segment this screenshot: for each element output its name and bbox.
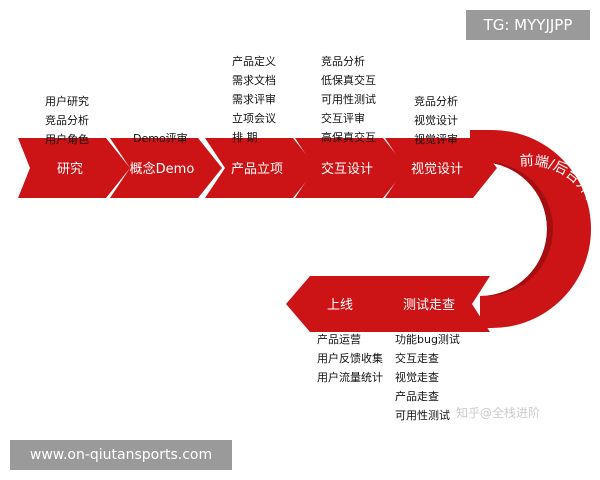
stage-launch-note-item: 用户流量统计 [317, 371, 383, 384]
stage-product-approval-note-item: 立项会议 [232, 112, 276, 125]
tg-badge: TG: MYYJJPP [466, 10, 590, 40]
notes-concept-demo: Demo评审 [133, 129, 188, 148]
stage-interaction-design-note-item: 竞品分析 [321, 55, 365, 68]
stage-concept-demo-note-item: Demo评审 [133, 132, 188, 145]
stage-product-approval-arrow [205, 138, 317, 198]
stage-visual-design-arrow [385, 138, 497, 198]
u-turn-arrow [470, 130, 591, 328]
stage-product-approval-note-item: 产品定义 [232, 55, 276, 68]
stage-launch-label: 上线 [327, 298, 353, 313]
notes-research: 用户研究竞品分析用户角色 [45, 92, 89, 149]
stage-product-approval-note-item: 需求评审 [232, 93, 276, 106]
stage-testing-label: 测试走查 [403, 298, 455, 313]
stage-testing-note-item: 交互走查 [395, 352, 439, 365]
notes-product-approval: 产品定义需求文档需求评审立项会议排 期 [232, 52, 276, 147]
stage-launch-arrow [286, 276, 386, 332]
stage-research-note-item: 竞品分析 [45, 114, 89, 127]
stage-interaction-design-note-item: 可用性测试 [321, 93, 376, 106]
stage-interaction-design-note-item: 低保真交互 [321, 74, 376, 87]
stage-testing-note-item: 功能bug测试 [395, 333, 460, 346]
stage-product-approval-label: 产品立项 [231, 162, 283, 177]
stage-testing-note-item: 视觉走查 [395, 371, 439, 384]
site-url[interactable]: www.on-qiutansports.com [10, 440, 232, 470]
watermark: 知乎@全栈进阶 [456, 406, 541, 420]
stage-interaction-design-note-item: 交互评审 [321, 112, 365, 125]
stage-interaction-design-arrow [295, 138, 407, 198]
stage-concept-demo-arrow [110, 138, 222, 198]
notes-launch: 产品运营用户反馈收集用户流量统计 [317, 330, 383, 387]
stage-launch-note-item: 产品运营 [317, 333, 361, 346]
stage-visual-design-label: 视觉设计 [411, 162, 463, 177]
notes-testing: 功能bug测试交互走查视觉走查产品走查可用性测试 [395, 330, 460, 425]
notes-visual-design: 竞品分析视觉设计视觉评审 [414, 92, 458, 149]
stage-research-arrow [18, 138, 130, 198]
stage-testing-arrow [360, 276, 490, 332]
stage-visual-design-note-item: 视觉评审 [414, 133, 458, 146]
stage-testing-note-item: 可用性测试 [395, 409, 450, 422]
stage-interaction-design-note-item: 高保真交互 [321, 131, 376, 144]
stage-visual-design-note-item: 视觉设计 [414, 114, 458, 127]
stage-launch-note-item: 用户反馈收集 [317, 352, 383, 365]
stage-visual-design-note-item: 竞品分析 [414, 95, 458, 108]
stage-product-approval-note-item: 排 期 [232, 131, 258, 144]
stage-concept-demo-label: 概念Demo [130, 161, 195, 177]
stage-interaction-design-label: 交互设计 [321, 161, 373, 177]
stage-research-note-item: 用户角色 [45, 133, 89, 146]
stage-testing-note-item: 产品走查 [395, 390, 439, 403]
stage-research-label: 研究 [57, 162, 83, 177]
notes-interaction-design: 竞品分析低保真交互可用性测试交互评审高保真交互 [321, 52, 376, 147]
stage-product-approval-note-item: 需求文档 [232, 74, 276, 87]
stage-research-note-item: 用户研究 [45, 95, 89, 108]
